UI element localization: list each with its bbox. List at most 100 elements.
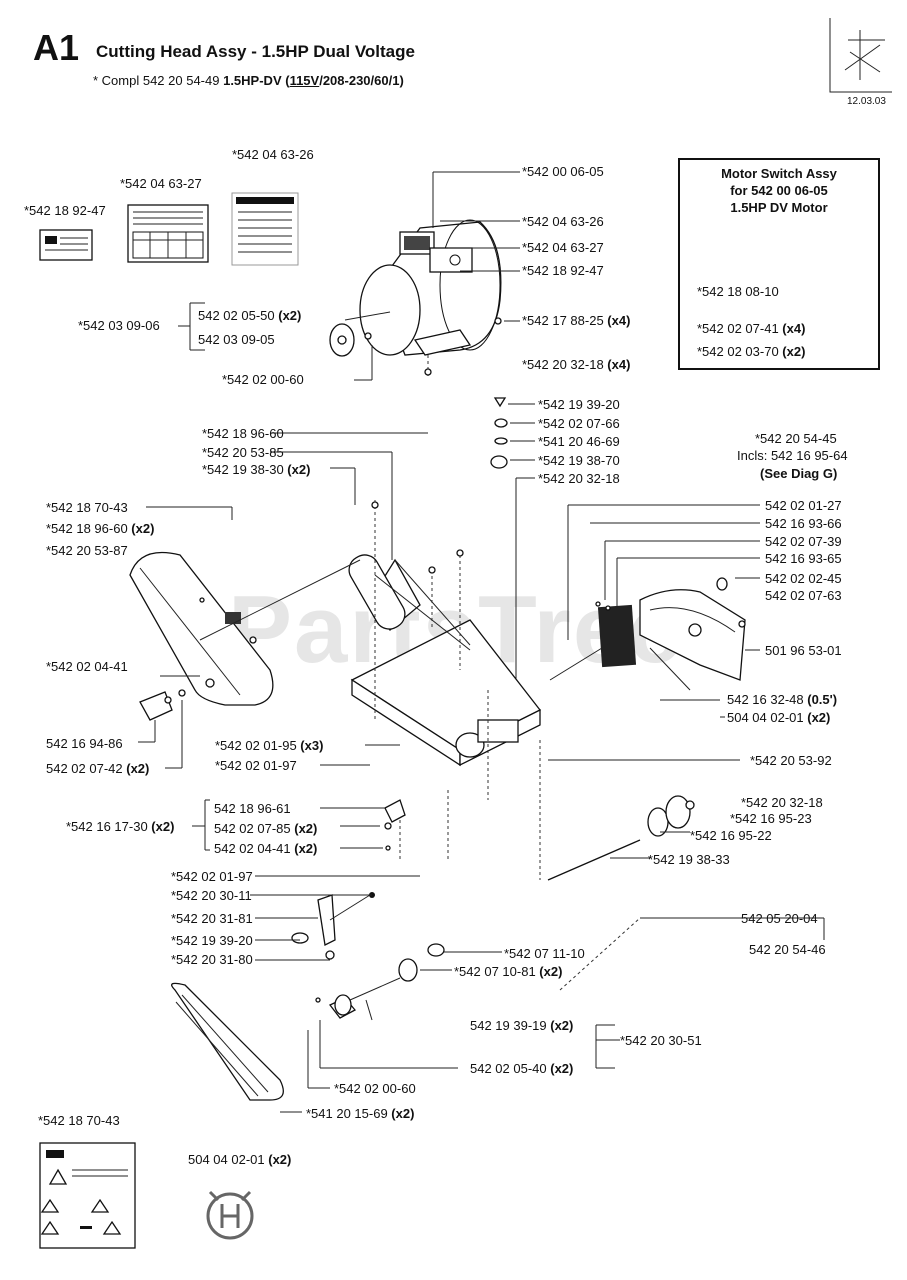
- switch-box-title-2: for 542 00 06-05: [730, 183, 828, 198]
- part-label: 542 02 04-41 (x2): [214, 841, 317, 856]
- subtitle-bold: 1.5HP-DV (: [223, 73, 290, 88]
- part-label: *542 04 63-27: [522, 240, 604, 255]
- part-label: *542 20 30-11: [171, 888, 252, 903]
- part-number: *542 20 32-18: [522, 357, 608, 372]
- frame-plate: [348, 554, 541, 767]
- part-label: *542 02 07-66: [538, 416, 620, 431]
- part-label: *542 18 08-10: [697, 284, 779, 299]
- part-label: *542 19 38-33: [648, 852, 730, 867]
- part-label: *542 20 31-80: [171, 952, 253, 967]
- part-label: *542 04 63-26: [232, 147, 314, 162]
- part-label: *542 16 95-23: [730, 811, 812, 826]
- part-label: 542 05 20-04: [741, 911, 818, 926]
- part-number: *542 18 96-60: [46, 521, 132, 536]
- part-label: *542 20 30-51: [620, 1033, 702, 1048]
- part-label: *542 20 32-18: [741, 795, 823, 810]
- part-label: *542 07 11-10: [504, 946, 585, 961]
- subtitle-rest: /208-230/60/1): [319, 73, 404, 88]
- part-qty: (x2): [294, 821, 318, 836]
- husqvarna-logo: [206, 1190, 254, 1240]
- part-label: *542 18 70-43: [46, 500, 128, 515]
- part-qty: (x2): [131, 521, 155, 536]
- part-label: *542 19 38-70: [538, 453, 620, 468]
- part-label: *542 18 92-47: [24, 203, 106, 218]
- part-qty: (x2): [782, 344, 806, 359]
- page-date: 12.03.03: [847, 96, 886, 107]
- part-number: 542 02 07-85: [214, 821, 295, 836]
- part-label: *542 02 00-60: [334, 1081, 416, 1096]
- part-label: 542 02 07-42 (x2): [46, 761, 149, 776]
- part-number: *542 02 07-41: [697, 321, 783, 336]
- page-title: Cutting Head Assy - 1.5HP Dual Voltage: [96, 42, 415, 61]
- part-qty: (x4): [607, 313, 631, 328]
- part-label: *542 18 70-43: [38, 1113, 120, 1128]
- part-qty: (x2): [278, 308, 302, 323]
- part-number: 504 04 02-01: [727, 710, 808, 725]
- motor-switch-box: Motor Switch Assy for 542 00 06-05 1.5HP…: [678, 158, 880, 370]
- part-number: *542 02 01-95: [215, 738, 301, 753]
- part-label: 542 02 07-85 (x2): [214, 821, 317, 836]
- belt-guard: [129, 551, 274, 706]
- part-label: 542 02 05-40 (x2): [470, 1061, 573, 1076]
- part-label: 542 18 96-61: [214, 801, 291, 816]
- part-label: *542 00 06-05: [522, 164, 604, 179]
- part-qty: (x4): [782, 321, 806, 336]
- drive-belt: [171, 982, 284, 1101]
- part-label: *542 17 88-25 (x4): [522, 313, 630, 328]
- part-number: *542 07 10-81: [454, 964, 540, 979]
- switch-box-title-1: Motor Switch Assy: [721, 166, 837, 181]
- part-label: 542 02 05-50 (x2): [198, 308, 301, 323]
- part-label: *542 02 07-41 (x4): [697, 321, 805, 336]
- part-label: 542 19 39-19 (x2): [470, 1018, 573, 1033]
- part-label: Incls: 542 16 95-64: [737, 448, 848, 463]
- part-qty: (x2): [391, 1106, 415, 1121]
- part-number: *542 17 88-25: [522, 313, 608, 328]
- part-label: 542 16 93-65: [765, 551, 842, 566]
- part-label: 542 16 32-48 (0.5'): [727, 692, 837, 707]
- part-label: 542 03 09-05: [198, 332, 275, 347]
- arbor-shaft: [547, 795, 695, 881]
- part-qty: (x2): [550, 1018, 574, 1033]
- part-label: (See Diag G): [760, 466, 838, 481]
- motor: [329, 219, 502, 357]
- part-label: 542 16 93-66: [765, 516, 842, 531]
- part-number: 542 16 32-48: [727, 692, 808, 707]
- part-number: 542 02 05-40: [470, 1061, 551, 1076]
- page-code: A1: [33, 27, 80, 68]
- part-label: *542 16 17-30 (x2): [66, 819, 174, 834]
- part-number: *542 16 17-30: [66, 819, 152, 834]
- part-qty: (x2): [268, 1152, 292, 1167]
- part-number: 542 02 07-42: [46, 761, 127, 776]
- part-label: 542 02 07-39: [765, 534, 842, 549]
- part-number: *542 02 03-70: [697, 344, 783, 359]
- part-label: 504 04 02-01 (x2): [188, 1152, 291, 1167]
- part-label: *542 02 00-60: [222, 372, 304, 387]
- part-qty: (x2): [126, 761, 150, 776]
- part-label: *542 20 54-45: [755, 431, 837, 446]
- part-qty: (x4): [607, 357, 631, 372]
- blade-guard: [549, 577, 746, 691]
- part-qty: (0.5'): [807, 692, 838, 707]
- part-qty: (x2): [287, 462, 311, 477]
- part-label: *542 18 92-47: [522, 263, 604, 278]
- part-label: *542 20 32-18 (x4): [522, 357, 630, 372]
- part-label: *542 18 96-60 (x2): [46, 521, 154, 536]
- part-label: *542 20 32-18: [538, 471, 620, 486]
- part-label: *542 02 01-97: [215, 758, 297, 773]
- part-number: *542 19 38-30: [202, 462, 288, 477]
- part-label: *541 20 15-69 (x2): [306, 1106, 414, 1121]
- part-label: *542 16 95-22: [690, 828, 772, 843]
- part-number: 542 19 39-19: [470, 1018, 551, 1033]
- part-label: *542 20 53-92: [750, 753, 832, 768]
- part-label: 542 02 07-63: [765, 588, 842, 603]
- part-label: 501 96 53-01: [765, 643, 842, 658]
- part-label: 542 20 54-46: [749, 942, 826, 957]
- part-qty: (x2): [807, 710, 831, 725]
- part-label: 504 04 02-01 (x2): [727, 710, 830, 725]
- part-label: *542 19 39-20: [538, 397, 620, 412]
- part-label: *542 02 01-97: [171, 869, 253, 884]
- part-qty: (x2): [151, 819, 175, 834]
- part-number: *541 20 15-69: [306, 1106, 392, 1121]
- part-qty: (x2): [294, 841, 318, 856]
- part-label: *542 19 38-30 (x2): [202, 462, 310, 477]
